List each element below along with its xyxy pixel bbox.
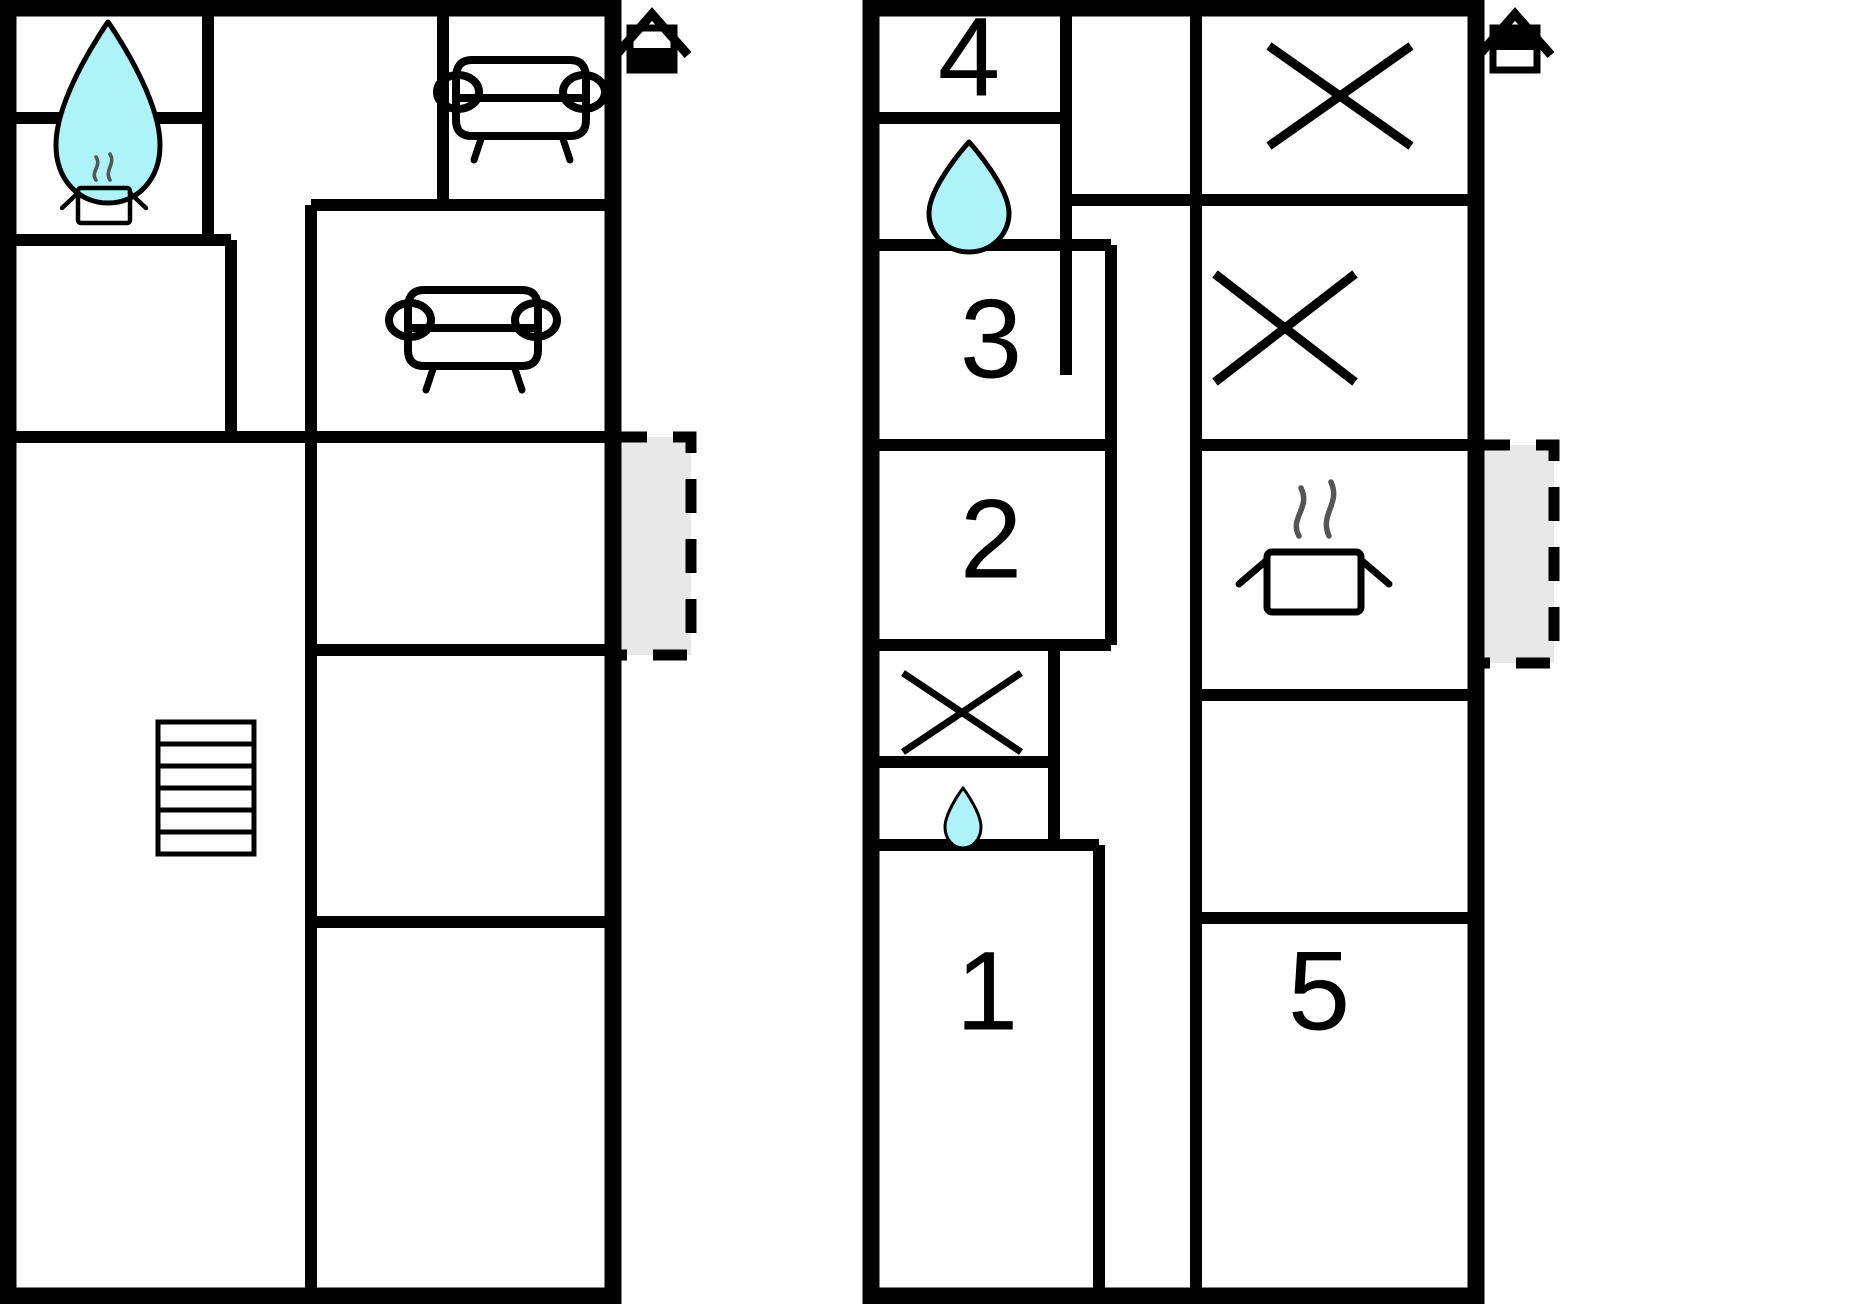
staircase-icon [155, 719, 257, 857]
water-drop-icon [943, 786, 983, 850]
room-number-1: 1 [956, 929, 1018, 1054]
sofa-icon [385, 286, 561, 394]
left-plan-interior-walls [8, 8, 613, 1296]
balcony [1476, 439, 1560, 669]
x-mark-icon [1266, 42, 1414, 150]
cooking-pot-icon [1235, 479, 1393, 616]
cooking-pot-icon [59, 152, 149, 226]
x-mark-icon [1212, 270, 1358, 386]
room-number-2: 2 [960, 477, 1022, 602]
balcony [613, 431, 697, 661]
room-number-3: 3 [960, 277, 1022, 402]
left-plan-outer-wall [0, 0, 622, 1304]
room-number-5: 5 [1288, 929, 1350, 1054]
sofa-icon [433, 56, 609, 164]
room-number-4: 4 [938, 0, 1000, 120]
x-mark-icon [901, 670, 1023, 755]
right-floor-plan: 4 3 2 1 [862, 0, 1560, 1304]
left-floor-plan [0, 0, 697, 1304]
house-icon [612, 7, 692, 74]
water-drop-icon [53, 19, 163, 206]
right-plan-outer-wall [862, 0, 1485, 1304]
water-drop-icon [926, 139, 1012, 255]
house-icon [1475, 7, 1555, 74]
